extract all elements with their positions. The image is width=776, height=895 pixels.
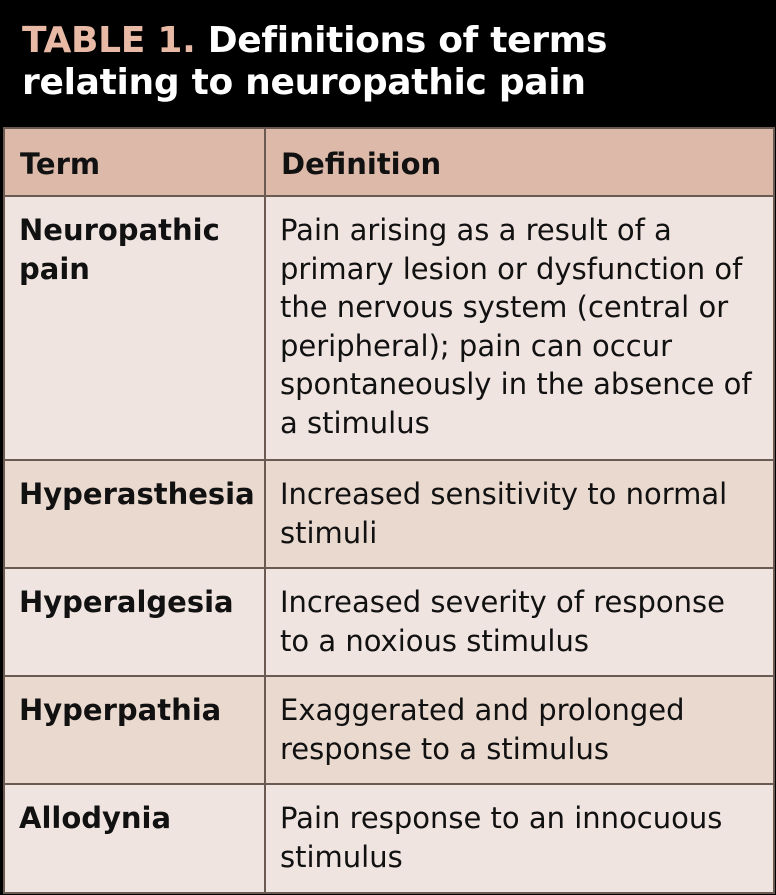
table-row: Allodynia Pain response to an innocuous … [3,783,775,894]
table-row: Hyperpathia Exaggerated and prolonged re… [3,675,775,785]
table-label: TABLE 1. [22,20,196,61]
term-cell: Neuropathic pain [3,195,266,461]
definition-cell: Pain arising as a result of a primary le… [264,195,775,461]
table-row: Neuropathic pain Pain arising as a resul… [3,195,775,461]
definitions-table: Term Definition Neuropathic pain Pain ar… [3,127,775,894]
term-cell: Hyperasthesia [3,459,266,569]
definition-cell: Increased sensitivity to normal stimuli [264,459,775,569]
term-cell: Hyperalgesia [3,567,266,677]
definition-cell: Exaggerated and prolonged response to a … [264,675,775,785]
definition-cell: Increased severity of response to a noxi… [264,567,775,677]
term-cell: Hyperpathia [3,675,266,785]
table-title-text: Definitions of terms relating to neuropa… [22,20,608,103]
column-header-definition: Definition [264,127,775,197]
table-row: Hyperalgesia Increased severity of respo… [3,567,775,677]
definition-cell: Pain response to an innocuous stimulus [264,783,775,894]
term-cell: Allodynia [3,783,266,894]
table-row: Hyperasthesia Increased sensitivity to n… [3,459,775,569]
column-header-term: Term [3,127,266,197]
header-row: Term Definition [3,127,775,197]
table-title: TABLE 1. Definitions of terms relating t… [0,0,776,126]
